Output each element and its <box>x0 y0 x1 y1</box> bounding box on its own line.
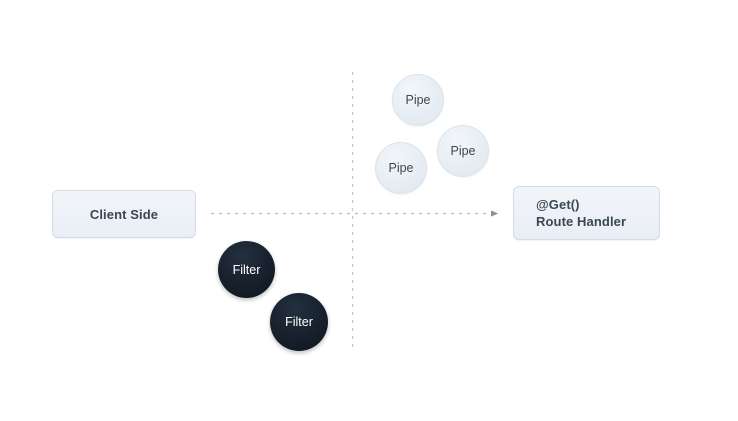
client-side-label: Client Side <box>89 206 159 222</box>
route-handler-decorator-label: @Get() <box>536 197 580 212</box>
filter-label-1: Filter <box>232 262 261 277</box>
pipe-label-2: Pipe <box>388 161 414 175</box>
pipe-label-3: Pipe <box>450 144 476 158</box>
route-handler-label-group: @Get() Route Handler <box>536 196 626 230</box>
filter-node-1[interactable]: Filter <box>218 241 275 298</box>
route-handler-node[interactable]: @Get() Route Handler <box>513 186 660 240</box>
filter-label-2: Filter <box>285 315 313 329</box>
pipe-node-2[interactable]: Pipe <box>375 142 427 194</box>
pipe-node-1[interactable]: Pipe <box>392 74 444 126</box>
client-side-node[interactable]: Client Side <box>52 190 196 238</box>
route-handler-title-label: Route Handler <box>536 214 627 229</box>
pipe-node-3[interactable]: Pipe <box>437 125 489 177</box>
filter-node-2[interactable]: Filter <box>270 293 328 351</box>
pipe-label-1: Pipe <box>405 93 431 107</box>
